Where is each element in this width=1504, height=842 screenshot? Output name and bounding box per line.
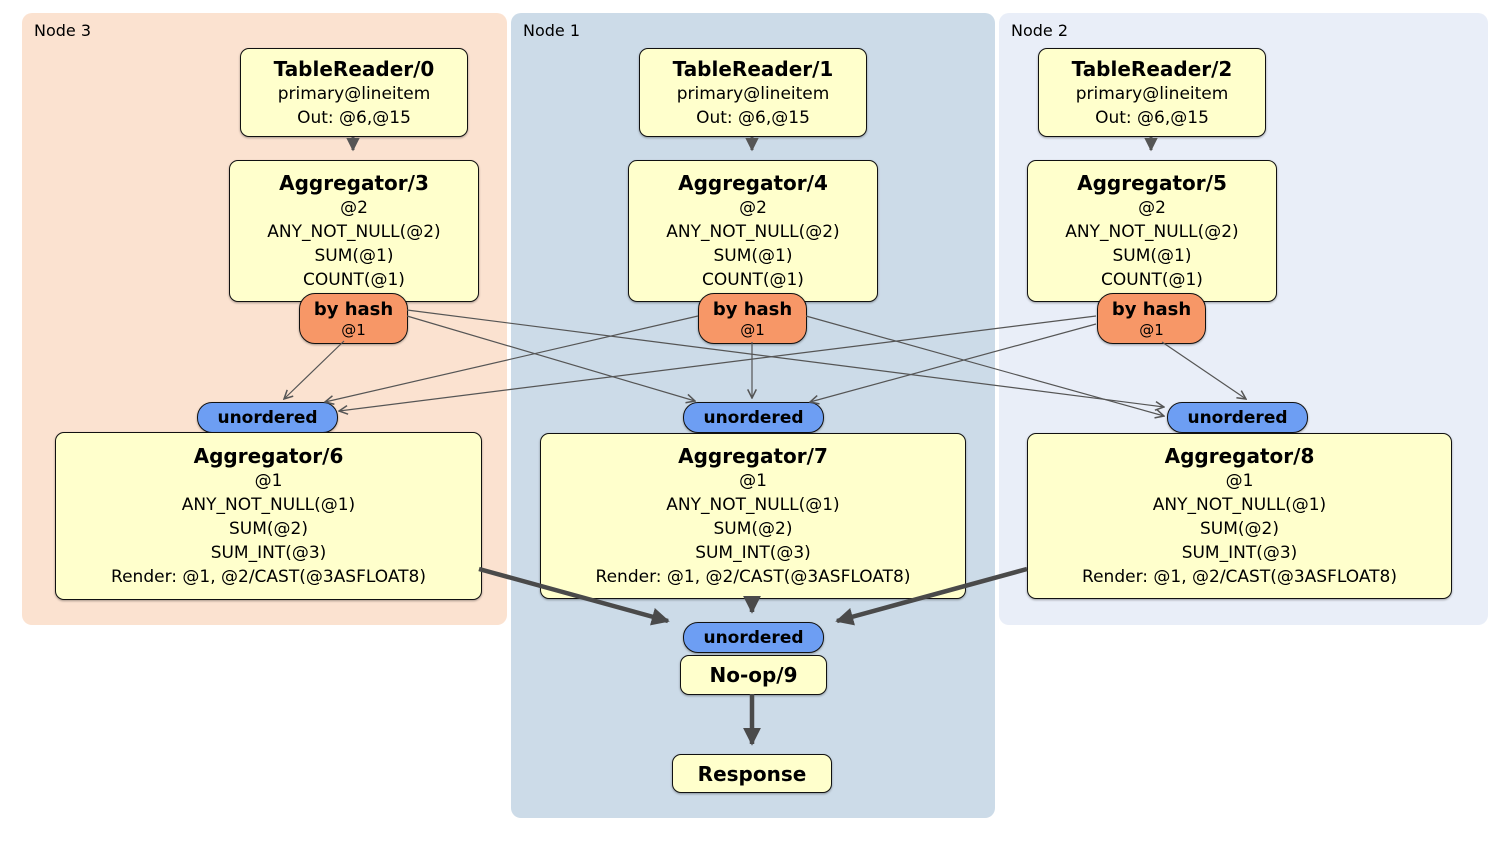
processor-detail: Out: @6,@15: [297, 107, 411, 128]
processor-detail: @1: [1225, 471, 1254, 491]
processor-detail: SUM(@2): [1200, 519, 1279, 539]
sync-label: unordered: [703, 627, 804, 648]
processor-detail: COUNT(@1): [1101, 270, 1203, 290]
processor-tablereader-1: TableReader/1 primary@lineitem Out: @6,@…: [639, 48, 867, 137]
processor-detail: ANY_NOT_NULL(@2): [666, 222, 840, 242]
processor-response: Response: [672, 754, 832, 793]
processor-detail: @2: [1138, 198, 1166, 218]
sync-unordered-1: unordered: [683, 402, 824, 433]
router-detail: @1: [341, 320, 366, 339]
processor-tablereader-0: TableReader/0 primary@lineitem Out: @6,@…: [240, 48, 468, 137]
processor-detail: Out: @6,@15: [696, 107, 810, 128]
processor-title: TableReader/0: [273, 56, 435, 81]
processor-title: TableReader/1: [672, 56, 834, 81]
processor-detail: Out: @6,@15: [1095, 107, 1209, 128]
processor-detail: SUM_INT(@3): [210, 543, 327, 563]
processor-detail: SUM(@2): [713, 519, 793, 539]
router-detail: @1: [740, 320, 765, 339]
processor-aggregator-6: Aggregator/6 @1 ANY_NOT_NULL(@1) SUM(@2)…: [55, 432, 482, 600]
processor-detail: ANY_NOT_NULL(@1): [1152, 495, 1327, 515]
processor-detail: ANY_NOT_NULL(@2): [1065, 222, 1239, 242]
processor-aggregator-3: Aggregator/3 @2 ANY_NOT_NULL(@2) SUM(@1)…: [229, 160, 479, 302]
processor-detail: ANY_NOT_NULL(@2): [267, 222, 441, 242]
sync-label: unordered: [703, 407, 804, 428]
router-title: by hash: [712, 298, 793, 320]
processor-title: Response: [697, 761, 807, 786]
router-by-hash-2: by hash @1: [1097, 293, 1206, 344]
sync-unordered-0: unordered: [197, 402, 338, 433]
router-title: by hash: [313, 298, 394, 320]
processor-detail: COUNT(@1): [702, 270, 804, 290]
sync-unordered-final: unordered: [683, 622, 824, 653]
processor-detail: Render: @1, @2/CAST(@3ASFLOAT8): [111, 567, 426, 587]
processor-detail: primary@lineitem: [1075, 83, 1229, 104]
processor-title: Aggregator/7: [678, 444, 828, 468]
processor-detail: @1: [254, 471, 283, 491]
sync-unordered-2: unordered: [1167, 402, 1308, 433]
processor-detail: SUM(@1): [713, 246, 793, 266]
processor-detail: Render: @1, @2/CAST(@3ASFLOAT8): [595, 567, 911, 587]
router-by-hash-1: by hash @1: [698, 293, 807, 344]
processor-title: Aggregator/6: [193, 444, 344, 468]
processor-title: Aggregator/4: [678, 171, 828, 195]
processor-title: Aggregator/5: [1077, 171, 1227, 195]
sync-label: unordered: [217, 407, 318, 428]
processor-aggregator-4: Aggregator/4 @2 ANY_NOT_NULL(@2) SUM(@1)…: [628, 160, 878, 302]
processor-tablereader-2: TableReader/2 primary@lineitem Out: @6,@…: [1038, 48, 1266, 137]
processor-title: No-op/9: [709, 663, 798, 687]
processor-detail: SUM(@2): [229, 519, 308, 539]
region-node3-label: Node 3: [34, 21, 92, 40]
processor-detail: @2: [340, 198, 368, 218]
processor-title: Aggregator/8: [1164, 444, 1315, 468]
processor-detail: SUM(@1): [314, 246, 394, 266]
processor-detail: SUM_INT(@3): [695, 543, 811, 563]
processor-title: TableReader/2: [1071, 56, 1233, 81]
sync-label: unordered: [1187, 407, 1288, 428]
processor-detail: COUNT(@1): [303, 270, 405, 290]
router-title: by hash: [1111, 298, 1192, 320]
processor-detail: ANY_NOT_NULL(@1): [181, 495, 356, 515]
processor-detail: SUM_INT(@3): [1181, 543, 1298, 563]
processor-detail: primary@lineitem: [277, 83, 431, 104]
processor-aggregator-7: Aggregator/7 @1 ANY_NOT_NULL(@1) SUM(@2)…: [540, 433, 966, 599]
router-by-hash-0: by hash @1: [299, 293, 408, 344]
region-node2-label: Node 2: [1011, 21, 1069, 40]
region-node1-label: Node 1: [523, 21, 581, 40]
processor-detail: @1: [739, 471, 767, 491]
processor-detail: ANY_NOT_NULL(@1): [666, 495, 840, 515]
processor-detail: SUM(@1): [1112, 246, 1192, 266]
processor-detail: @2: [739, 198, 767, 218]
processor-detail: Render: @1, @2/CAST(@3ASFLOAT8): [1082, 567, 1397, 587]
router-detail: @1: [1139, 320, 1164, 339]
processor-aggregator-8: Aggregator/8 @1 ANY_NOT_NULL(@1) SUM(@2)…: [1027, 433, 1452, 599]
processor-title: Aggregator/3: [279, 171, 429, 195]
processor-noop-9: No-op/9: [680, 655, 827, 695]
processor-aggregator-5: Aggregator/5 @2 ANY_NOT_NULL(@2) SUM(@1)…: [1027, 160, 1277, 302]
processor-detail: primary@lineitem: [676, 83, 830, 104]
